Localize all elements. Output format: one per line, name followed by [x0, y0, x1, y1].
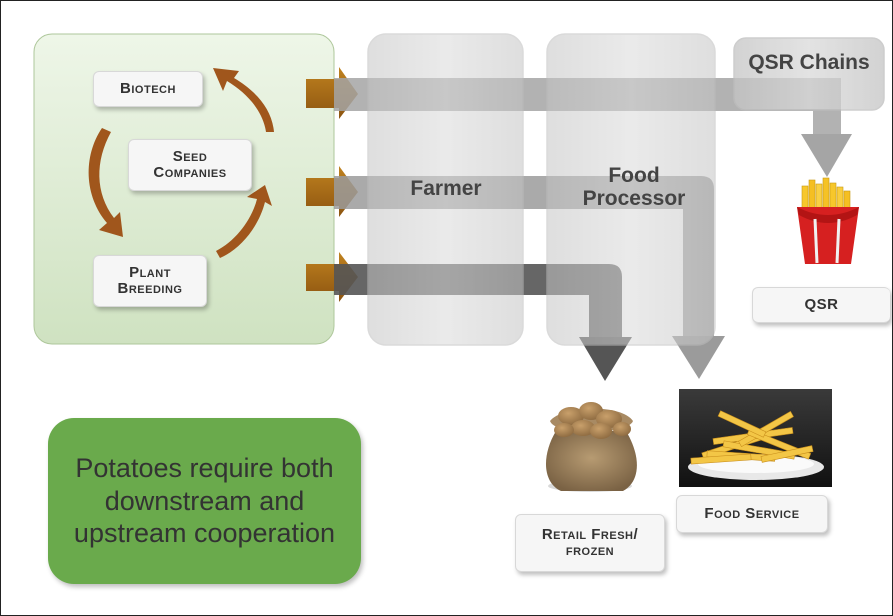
- cooperation-message: Potatoes require both downstream and ups…: [48, 418, 361, 584]
- potato-sack-icon: [545, 402, 637, 492]
- food-service-chip: Food Service: [676, 495, 828, 533]
- seed-companies-chip: Seed Companies: [128, 139, 252, 191]
- flow-band-middle-head: [672, 336, 725, 379]
- cycle-arrow-to-breeding: [88, 128, 123, 237]
- qsr-chains-box: [733, 37, 885, 111]
- biotech-chip: Biotech: [93, 71, 203, 107]
- food-processor-column: [546, 33, 716, 346]
- farmer-label: Farmer: [410, 177, 482, 200]
- qsr-chip: QSR: [752, 287, 890, 323]
- fries-plate-icon: [679, 389, 832, 487]
- flow-band-bottom-head: [579, 337, 632, 381]
- qsr-chains-label: QSR Chains: [748, 51, 870, 74]
- innovation-cycle-arrows: [88, 68, 274, 258]
- retail-fresh-frozen-chip: Retail Fresh/ frozen: [515, 514, 665, 572]
- cycle-arrow-to-biotech: [213, 68, 274, 132]
- plant-breeding-chip: Plant Breeding: [93, 255, 207, 307]
- food-processor-label: Food Processor: [582, 164, 686, 211]
- cycle-arrow-to-seed: [216, 185, 272, 258]
- farmer-column: [367, 33, 524, 346]
- fries-carton-icon: [797, 177, 859, 264]
- flow-band-top-head: [801, 134, 852, 177]
